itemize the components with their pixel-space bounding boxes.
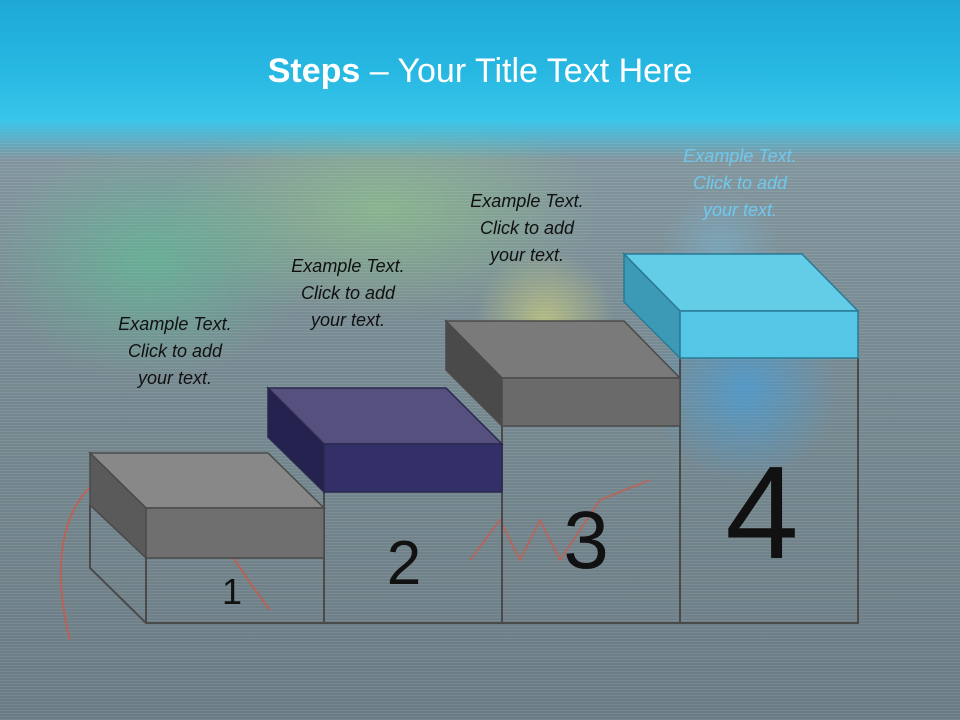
step-4-text-line-3: your text.: [702, 200, 778, 220]
step-2-text[interactable]: Example Text. Click to add your text.: [268, 253, 428, 334]
title-banner: [0, 0, 960, 160]
step-3-text-line-1: Example Text.: [470, 191, 584, 211]
step-1-text[interactable]: Example Text. Click to add your text.: [95, 311, 255, 392]
step-3-text-line-3: your text.: [489, 245, 565, 265]
step-1-number: 1: [222, 571, 242, 612]
step-1-text-line-2: Click to add: [127, 341, 223, 361]
step-3-number: 3: [563, 495, 609, 586]
step-3-text[interactable]: Example Text. Click to add your text.: [447, 188, 607, 269]
slide-title[interactable]: Steps – Your Title Text Here: [0, 52, 960, 91]
step-2-block[interactable]: [266, 386, 504, 494]
step-4-text-line-1: Example Text.: [683, 146, 797, 166]
step-1-block[interactable]: [88, 451, 326, 560]
step-2-number: 2: [387, 529, 421, 598]
title-bold: Steps: [267, 52, 361, 90]
step-1-text-line-3: your text.: [137, 368, 213, 388]
step-2-text-line-1: Example Text.: [291, 256, 405, 276]
step-4-text[interactable]: Example Text. Click to add your text.: [660, 143, 820, 224]
title-rest: – Your Title Text Here: [360, 52, 693, 90]
step-1-text-line-1: Example Text.: [118, 314, 232, 334]
step-2-text-line-3: your text.: [310, 310, 386, 330]
step-4-text-line-2: Click to add: [692, 173, 788, 193]
step-2-text-line-2: Click to add: [300, 283, 396, 303]
step-4-number: 4: [725, 439, 798, 586]
step-3-text-line-2: Click to add: [479, 218, 575, 238]
step-4-block[interactable]: [622, 252, 860, 360]
step-3-block[interactable]: [444, 319, 682, 428]
stitch-decoration: [469, 479, 651, 563]
